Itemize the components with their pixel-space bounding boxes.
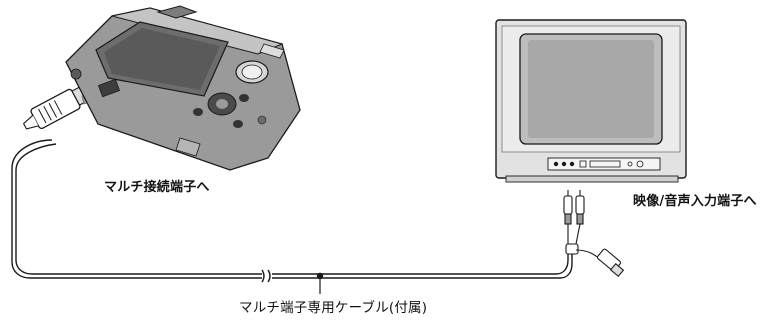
multi-cable	[11, 139, 573, 283]
cable-label: マルチ端子専用ケーブル(付属)	[239, 300, 428, 316]
cable-pointer	[316, 272, 324, 294]
television-icon	[495, 19, 687, 183]
tv-terminal-label: 映像/音声入力端子へ	[633, 194, 757, 209]
usb-plug-icon	[575, 248, 625, 278]
camera-icon	[65, 5, 301, 171]
camera-terminal-label: マルチ接続端子へ	[104, 180, 210, 195]
av-plug-icon	[563, 190, 585, 255]
